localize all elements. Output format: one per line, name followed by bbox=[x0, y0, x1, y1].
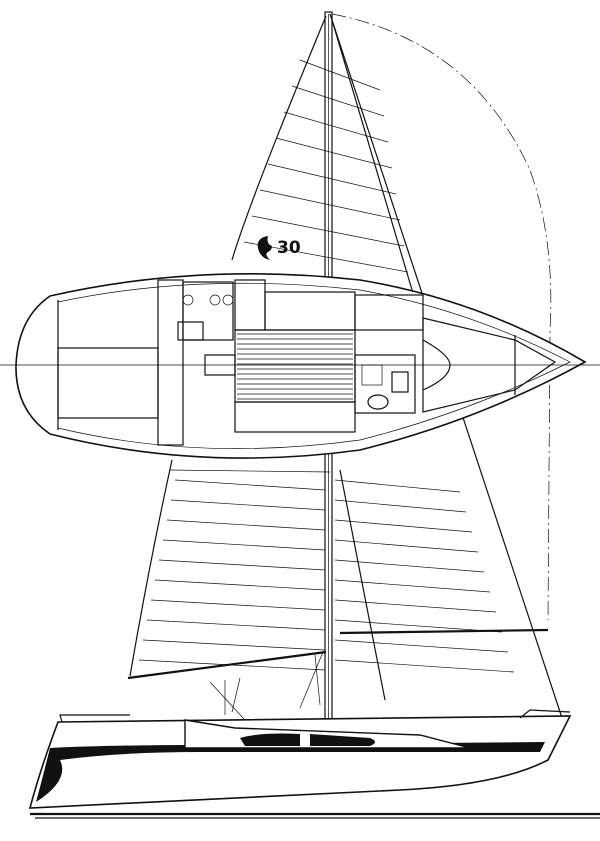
genoa-panel-line bbox=[334, 479, 461, 493]
hull-profile bbox=[28, 709, 600, 819]
pulpit bbox=[59, 709, 571, 723]
mainsail-panel-line bbox=[166, 519, 326, 531]
mainsail-panel-line bbox=[138, 659, 326, 671]
mainsail-panel-line bbox=[142, 639, 326, 651]
rigging bbox=[209, 651, 324, 721]
genoa-panel-line bbox=[334, 519, 473, 533]
class-logo-icon bbox=[257, 236, 272, 260]
genoa-panel-line bbox=[334, 559, 485, 573]
class-logo-text: 30 bbox=[277, 238, 301, 258]
jib-panel-line bbox=[283, 111, 389, 143]
jib-panel-line bbox=[299, 59, 381, 91]
mainsail-leech bbox=[129, 15, 327, 677]
mainsail-panel-line bbox=[158, 559, 326, 571]
genoa-panel-line bbox=[334, 659, 515, 673]
mainsail-panel-line bbox=[174, 479, 326, 491]
hull-outline bbox=[15, 272, 587, 459]
jib-panel-line bbox=[251, 215, 405, 247]
genoa-panel-line bbox=[334, 499, 467, 513]
mainsail-panel-line bbox=[162, 539, 326, 551]
mainsail-panel-line bbox=[146, 619, 326, 631]
sheer-stripe bbox=[36, 742, 545, 802]
genoa-panel-line bbox=[334, 639, 509, 653]
sail-battens bbox=[138, 59, 515, 673]
head bbox=[354, 354, 416, 414]
v-berth bbox=[422, 317, 557, 413]
portlights bbox=[240, 733, 375, 746]
mainsail-panel-line bbox=[170, 499, 326, 511]
jib-panel-line bbox=[267, 163, 397, 195]
spinnaker-pole bbox=[339, 628, 549, 635]
genoa-leech bbox=[331, 19, 416, 701]
deck-plan bbox=[0, 272, 600, 459]
jib-panel-line bbox=[291, 85, 385, 117]
spinnaker-pole-arc bbox=[331, 13, 552, 621]
genoa-panel-line bbox=[334, 619, 503, 633]
mainsail-panel-line bbox=[150, 599, 326, 611]
mainsail-panel-line bbox=[154, 579, 326, 591]
genoa-panel-line bbox=[334, 599, 497, 613]
genoa-panel-line bbox=[334, 539, 479, 553]
class-logo: 30 bbox=[257, 236, 301, 260]
genoa-panel-line bbox=[334, 579, 491, 593]
jib-panel-line bbox=[275, 137, 393, 169]
jib-panel-line bbox=[259, 189, 401, 221]
